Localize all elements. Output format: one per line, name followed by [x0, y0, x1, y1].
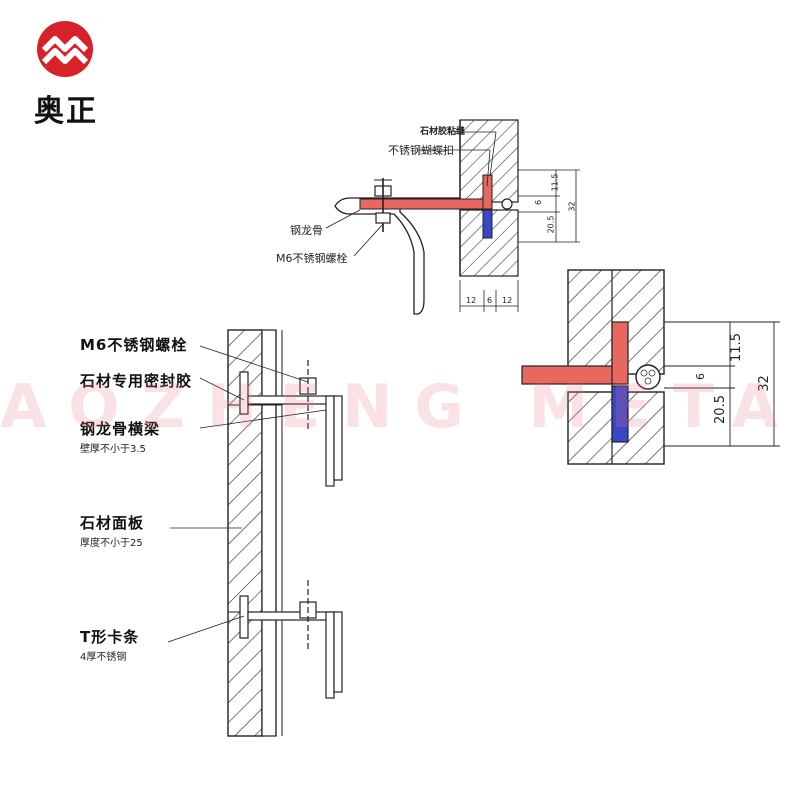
- clip-red-vertical: [482, 174, 493, 210]
- side-label-stone-panel: 石材面板: [80, 514, 145, 532]
- sealant-rod: [501, 198, 513, 210]
- dim-top-12a: 12: [466, 296, 477, 305]
- label-steel-keel: 钢龙骨: [290, 224, 323, 237]
- top-dims-horizontal: [459, 280, 519, 312]
- zoom-clip-blue-vertical: [611, 385, 629, 443]
- dim-top-12b: 12: [502, 296, 513, 305]
- side-label-t-strip: T形卡条: [80, 628, 140, 646]
- side-note-keel-beam: 壁厚不小于3.5: [80, 444, 146, 455]
- lower-bracket: [239, 580, 343, 699]
- side-label-keel-beam: 钢龙骨横梁: [80, 420, 161, 438]
- zoom-clip-red-vertical: [611, 321, 629, 385]
- label-adhesive: 石材胶粘缝: [420, 127, 466, 137]
- watermark-text: AOZHENG METAL: [0, 372, 800, 442]
- label-bolt: M6不锈钢螺栓: [276, 252, 348, 265]
- steel-keel: [334, 197, 461, 315]
- brand-name: 奥正: [34, 94, 98, 129]
- side-note-t-strip: 4厚不锈钢: [80, 652, 127, 663]
- brand-logo-icon: [37, 21, 93, 77]
- side-label-sealant: 石材专用密封胶: [80, 372, 193, 390]
- top-dims-vertical: [518, 169, 580, 243]
- dim-top-6h: 6: [487, 296, 493, 305]
- zoom-dims-vertical: [664, 321, 780, 447]
- label-buckle: 不锈钢蝴蝶扣: [388, 144, 454, 157]
- clip-blue-vertical: [482, 209, 493, 239]
- upper-bracket: [239, 360, 343, 487]
- side-label-bolt: M6不锈钢螺栓: [80, 336, 188, 354]
- side-note-stone-panel: 厚度不小于25: [80, 538, 143, 549]
